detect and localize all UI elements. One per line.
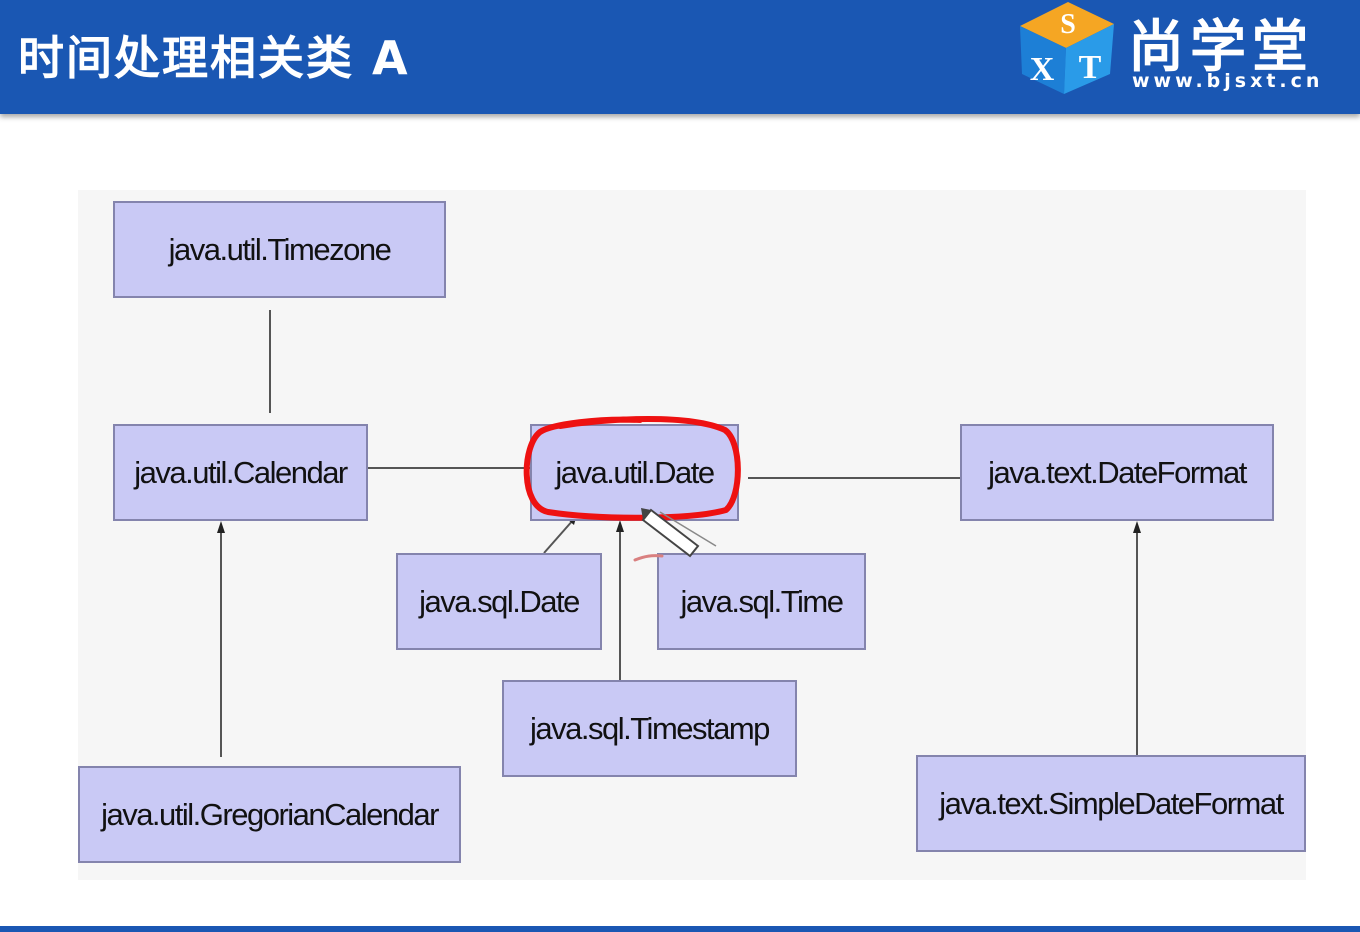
header-bar: 时间处理相关类 A S X T 尚学堂 www.bjsxt.cn bbox=[0, 0, 1360, 114]
arrowhead-dateformat bbox=[1133, 521, 1141, 533]
edge-sqldate-date bbox=[543, 518, 575, 554]
brand-url: www.bjsxt.cn bbox=[1132, 70, 1324, 92]
node-java-sql-time: java.sql.Time bbox=[657, 553, 866, 650]
bottom-bar bbox=[0, 926, 1360, 932]
node-java-util-calendar: java.util.Calendar bbox=[113, 424, 368, 521]
logo-letter-t: T bbox=[1079, 49, 1102, 86]
arrowhead-calendar bbox=[217, 521, 225, 533]
logo-letter-x: X bbox=[1030, 51, 1055, 88]
node-java-util-date: java.util.Date bbox=[530, 424, 739, 521]
slide-title: 时间处理相关类 A bbox=[18, 31, 410, 85]
sxt-logo-icon: S X T bbox=[1020, 2, 1114, 94]
brand-name: 尚学堂 bbox=[1128, 15, 1314, 80]
node-java-text-dateformat: java.text.DateFormat bbox=[960, 424, 1274, 521]
node-java-sql-date: java.sql.Date bbox=[396, 553, 602, 650]
logo-letter-s: S bbox=[1060, 9, 1076, 40]
node-java-util-gregoriancalendar: java.util.GregorianCalendar bbox=[78, 766, 461, 863]
arrowhead-date-center bbox=[616, 520, 624, 532]
node-java-text-simpledateformat: java.text.SimpleDateFormat bbox=[916, 755, 1306, 852]
node-java-sql-timestamp: java.sql.Timestamp bbox=[502, 680, 797, 777]
node-java-util-timezone: java.util.Timezone bbox=[113, 201, 446, 298]
